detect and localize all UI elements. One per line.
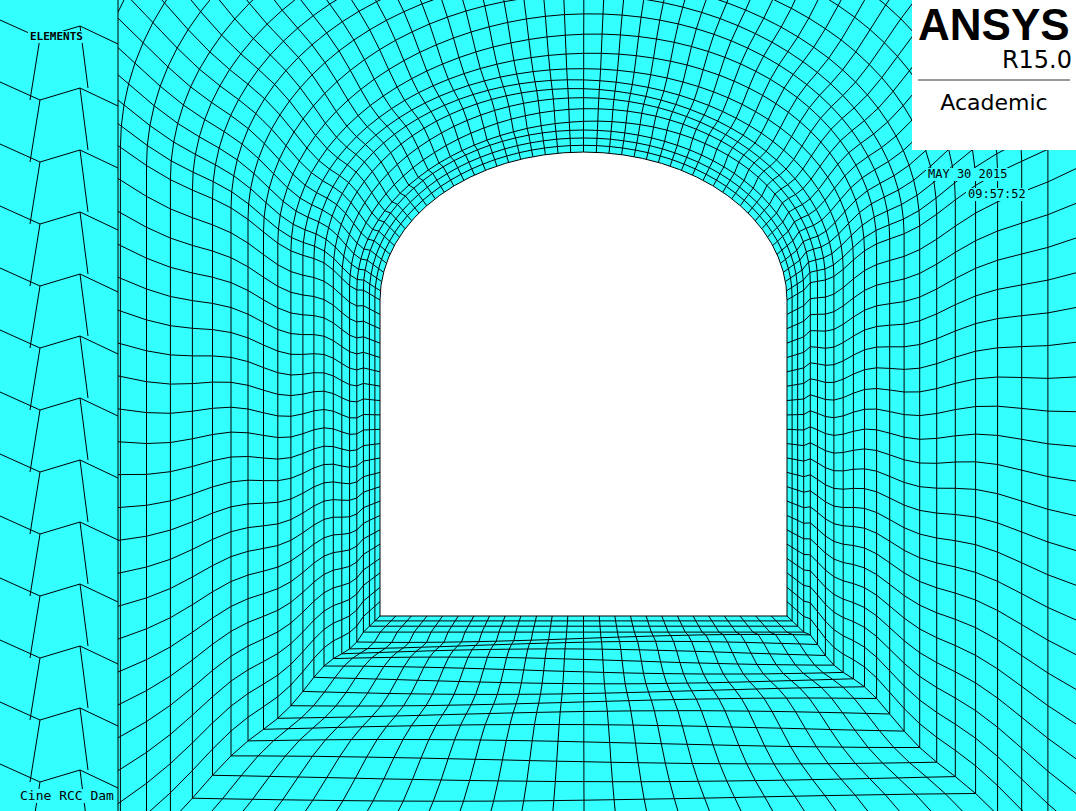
version-text: R15.0 (912, 48, 1076, 73)
plot-type-label: ELEMENTS (28, 31, 85, 43)
time-label: 09:57:52 (966, 188, 1028, 201)
mesh-boundary (118, 0, 119, 811)
model-title: Cine RCC Dam (18, 789, 116, 803)
date-label: MAY 30 2015 (926, 168, 1009, 181)
tunnel-opening (380, 152, 787, 616)
product-name: ANSYS (912, 0, 1076, 48)
coarse-mesh-lines (0, 20, 118, 811)
license-text: Academic (918, 79, 1070, 114)
mesh-lines (118, 0, 1076, 811)
logo-box: ANSYSR15.0Academic (912, 0, 1076, 150)
